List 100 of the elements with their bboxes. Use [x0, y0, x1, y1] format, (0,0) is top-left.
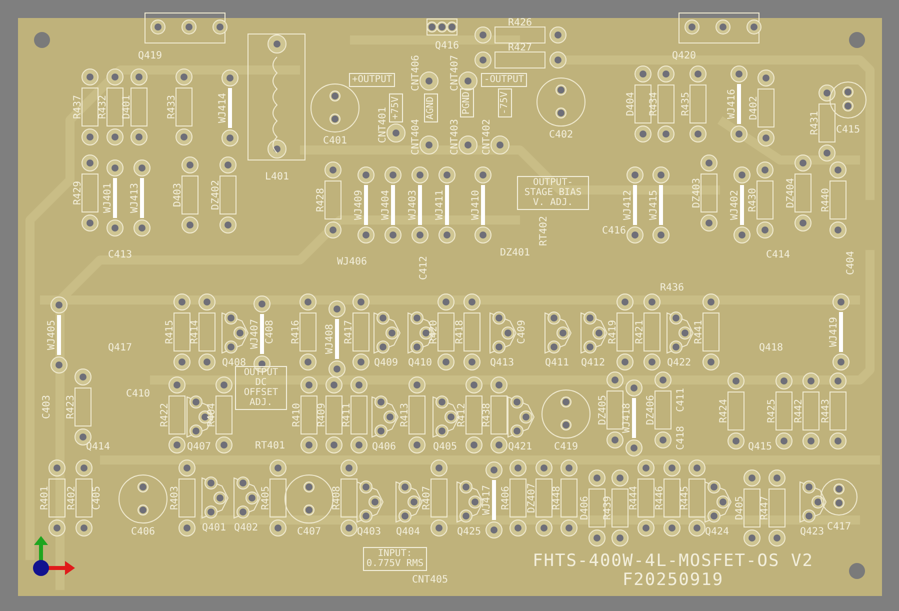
reference-designator: C412: [418, 256, 430, 280]
reference-designator: R411: [342, 402, 352, 428]
reference-designator: D406: [580, 496, 590, 520]
reference-designator: Q408: [222, 358, 246, 368]
reference-designator: C405: [92, 486, 102, 510]
reference-designator: C402: [548, 130, 574, 140]
reference-designator: Q414: [86, 442, 110, 452]
reference-designator: R421: [634, 320, 646, 344]
reference-designator: C401: [322, 136, 348, 146]
reference-designator: R431: [810, 110, 820, 136]
reference-designator: R435: [680, 92, 692, 116]
reference-designator: Q417: [108, 342, 132, 354]
reference-designator: R447: [760, 496, 770, 520]
reference-designator: WJ411: [434, 190, 446, 220]
reference-designator: C414: [766, 250, 790, 260]
reference-designator: R442: [794, 398, 804, 424]
reference-designator: C419: [554, 442, 578, 452]
reference-designator: C411: [676, 388, 686, 412]
reference-designator: D401: [122, 94, 132, 120]
reference-designator: CNT407: [450, 54, 460, 92]
board-marking-text: F20250919: [622, 571, 724, 589]
reference-designator: R432: [98, 94, 108, 120]
reference-designator: WJ418: [622, 402, 632, 434]
reference-designator: Q410: [408, 358, 432, 368]
reference-designator: R415: [164, 320, 176, 344]
board-marking-text: FHTS-400W-4L-MOSFET-OS V2: [532, 552, 814, 570]
reference-designator: Q401: [202, 522, 226, 534]
silkscreen-tag: +OUTPUT: [348, 73, 396, 87]
reference-designator: R445: [680, 486, 690, 510]
reference-designator: Q411: [544, 358, 570, 368]
reference-designator: WJ407: [250, 318, 260, 350]
reference-designator: R423: [66, 394, 76, 420]
reference-designator: WJ414: [218, 92, 228, 124]
reference-designator: WJ417: [482, 484, 492, 516]
reference-designator: R425: [766, 398, 778, 424]
reference-designator: R401: [40, 486, 50, 510]
reference-designator: Q409: [374, 358, 398, 368]
reference-designator: Q421: [508, 442, 532, 452]
reference-designator: Q412: [580, 358, 606, 368]
reference-designator: Q413: [490, 358, 514, 368]
reference-designator: C408: [264, 320, 276, 344]
reference-designator: C404: [846, 250, 856, 276]
reference-designator: WJ405: [46, 320, 58, 350]
reference-designator: WJ402: [730, 190, 740, 220]
reference-designator: R443: [820, 398, 832, 424]
reference-designator: RT401: [254, 440, 286, 452]
reference-designator: WJ419: [828, 316, 840, 348]
reference-designator: R413: [400, 402, 410, 428]
reference-designator: Q416: [434, 40, 460, 52]
reference-designator: R406: [500, 486, 512, 510]
reference-designator: DZ407: [526, 482, 538, 514]
reference-designator: R407: [422, 486, 432, 510]
reference-designator: R427: [508, 42, 532, 54]
reference-designator: WJ408: [324, 324, 336, 354]
reference-designator: Q423: [800, 526, 824, 538]
reference-designator: DZ404: [786, 178, 796, 208]
reference-designator: R422: [160, 402, 170, 428]
silkscreen-tag: PGND: [460, 88, 474, 118]
reference-designator: R402: [66, 486, 78, 510]
reference-designator: R426: [508, 18, 532, 28]
reference-designator: L401: [264, 172, 290, 182]
reference-designator: Q415: [748, 442, 772, 452]
reference-designator: WJ401: [102, 182, 114, 214]
reference-designator: R424: [718, 398, 730, 424]
reference-designator: R408: [332, 486, 342, 510]
reference-designator: D405: [734, 496, 746, 520]
reference-designator: WJ404: [380, 190, 392, 220]
reference-designator: R419: [608, 320, 618, 344]
reference-designator: D402: [748, 96, 760, 120]
reference-designator: R404: [206, 402, 218, 428]
reference-designator: R429: [72, 180, 84, 206]
reference-designator: WJ415: [648, 190, 660, 220]
reference-designator: WJ416: [726, 88, 738, 120]
reference-designator: DZ402: [210, 180, 222, 210]
silkscreen-tag: -75V: [498, 88, 512, 118]
reference-designator: R448: [552, 486, 562, 510]
reference-designator: WJ409: [354, 190, 364, 220]
silkscreen-tag: OUTPUT DC OFFSET ADJ.: [235, 366, 287, 410]
reference-designator: Q425: [456, 526, 482, 538]
reference-designator: C409: [516, 320, 528, 344]
reference-designator: D403: [172, 182, 184, 208]
reference-designator: C413: [108, 250, 132, 260]
reference-designator: C415: [836, 124, 860, 136]
reference-designator: R416: [290, 320, 302, 344]
reference-designator: Q418: [758, 342, 784, 354]
reference-designator: RT402: [538, 216, 550, 246]
reference-designator: R437: [72, 94, 84, 120]
reference-designator: C406: [130, 526, 156, 538]
reference-designator: R446: [654, 486, 666, 510]
reference-designator: D404: [626, 92, 636, 116]
reference-designator: R405: [260, 486, 272, 510]
reference-designator: R417: [344, 320, 354, 344]
silkscreen-tag: OUTPUT-STAGE BIAS V. ADJ.: [517, 176, 589, 210]
reference-designator: R410: [292, 402, 302, 428]
reference-designator: C403: [42, 394, 52, 420]
reference-designator: Q407: [186, 442, 212, 452]
reference-designator: CNT402: [482, 118, 492, 156]
reference-designator: WJ412: [622, 190, 634, 220]
reference-designator: R433: [166, 94, 178, 120]
reference-designator: Q404: [396, 526, 420, 538]
